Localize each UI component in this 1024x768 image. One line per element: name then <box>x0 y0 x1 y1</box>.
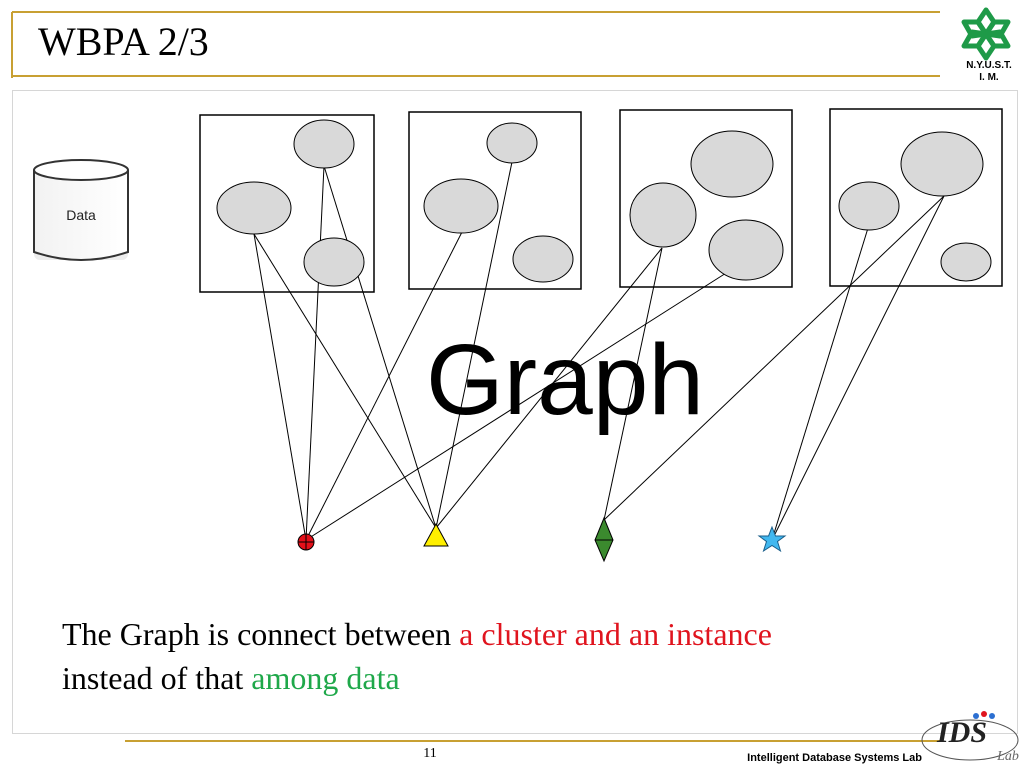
database-label: Data <box>66 207 96 223</box>
cluster-box-3 <box>619 109 793 288</box>
caption-part-1: The Graph is connect between <box>62 616 460 652</box>
edge <box>603 195 945 521</box>
cluster-node <box>940 242 992 282</box>
caption-highlight-red: a cluster and an instance <box>459 616 772 652</box>
edge <box>305 231 463 541</box>
cluster-node <box>690 130 774 198</box>
edge <box>305 165 325 541</box>
cluster-box-2 <box>408 111 582 290</box>
edge <box>253 233 307 541</box>
cluster-node <box>838 181 900 231</box>
edge <box>771 227 869 541</box>
logo-line-1: N.Y.U.S.T. <box>966 60 1012 71</box>
slide-title: WBPA 2/3 <box>38 19 209 64</box>
red-crossed-circle-icon <box>297 533 315 551</box>
logo-caption: N.Y.U.S.T. I. M. <box>944 60 1024 84</box>
cluster-node <box>293 119 355 169</box>
caption-part-3: instead of that <box>62 660 252 696</box>
footer-lab-name: Intelligent Database Systems Lab <box>747 752 922 764</box>
cluster-node <box>708 219 784 281</box>
cluster-node <box>512 235 574 283</box>
edge <box>435 161 513 529</box>
cluster-box-1 <box>199 114 375 293</box>
edge <box>323 165 437 529</box>
cluster-node <box>216 181 292 235</box>
cluster-node <box>900 131 984 197</box>
cluster-box-4 <box>829 108 1003 287</box>
yellow-triangle-icon <box>423 522 449 547</box>
edge <box>305 267 735 541</box>
blue-star-icon <box>757 525 787 553</box>
lab-logo-subtext: Lab <box>996 749 1019 764</box>
caption-highlight-green: among data <box>251 660 400 696</box>
graph-edges <box>253 161 945 541</box>
snowflake-logo-icon <box>961 7 1011 61</box>
caption-text: The Graph is connect between a cluster a… <box>62 612 982 700</box>
lab-logo: IDS Lab <box>921 711 1019 764</box>
cluster-node <box>629 182 697 248</box>
cluster-node <box>423 178 499 234</box>
cluster-node <box>303 237 365 287</box>
database-cylinder-icon: Data <box>33 159 129 261</box>
content-frame <box>12 90 1018 734</box>
graph-heading: Graph <box>426 324 704 436</box>
logo-line-2: I. M. <box>979 72 999 83</box>
edge <box>603 247 663 521</box>
lab-logo-text: IDS <box>936 716 987 749</box>
green-diamond-icon <box>594 516 614 563</box>
cluster-node <box>486 122 538 164</box>
edge <box>435 247 663 529</box>
edge <box>253 233 437 529</box>
page-number: 11 <box>423 746 437 761</box>
edge <box>771 195 945 541</box>
